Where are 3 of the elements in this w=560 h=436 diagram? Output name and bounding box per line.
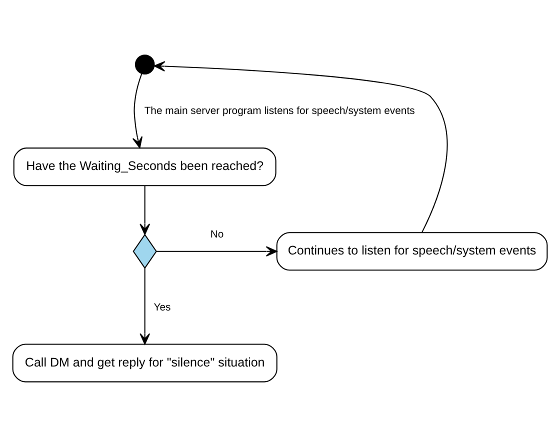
edge-label: Yes — [154, 302, 171, 313]
edge-label: No — [210, 228, 224, 240]
edge-label: The main server program listens for speech/system events — [144, 106, 415, 117]
